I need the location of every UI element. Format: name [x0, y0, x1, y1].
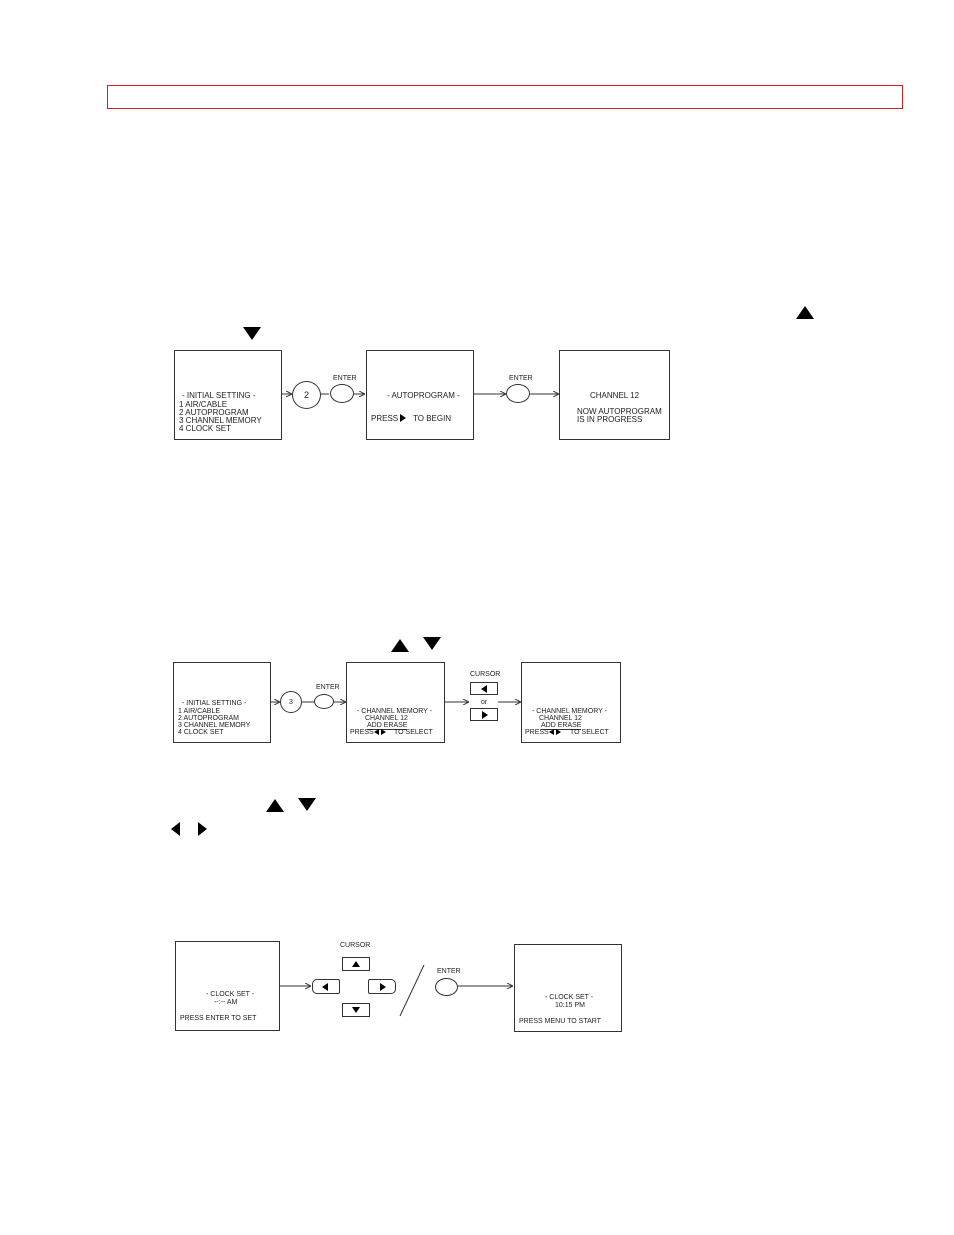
- up-arrow-icon: [266, 799, 284, 812]
- right-arrow-icon: [198, 822, 207, 836]
- left-arrow-icon: [374, 729, 379, 735]
- up-arrow-icon: [796, 306, 814, 319]
- autoprogram-progress-screen: CHANNEL 12 NOW AUTOPROGRAM IS IN PROGRES…: [559, 350, 670, 440]
- right-arrow-icon: [556, 729, 561, 735]
- channel-readout: CHANNEL 12: [539, 715, 582, 722]
- left-arrow-icon: [171, 822, 180, 836]
- cursor-down-key[interactable]: [342, 1003, 370, 1017]
- screen-title: - CLOCK SET -: [206, 991, 255, 998]
- right-arrow-icon: [380, 983, 386, 991]
- to-select-label: TO SELECT: [570, 729, 609, 736]
- channel-memory-screen: - CHANNEL MEMORY - CHANNEL 12 ADD ERASE …: [521, 662, 621, 743]
- time-readout: 10:15 PM: [555, 1002, 585, 1009]
- hint-text: PRESS MENU TO START: [519, 1018, 601, 1025]
- status-text: IS IN PROGRESS: [577, 415, 643, 424]
- screen-title: - INITIAL SETTING -: [182, 391, 256, 400]
- left-arrow-icon: [549, 729, 554, 735]
- channel-readout: CHANNEL 12: [590, 391, 640, 400]
- screen-title: - CLOCK SET -: [545, 994, 594, 1001]
- menu-item: 1 AIR/CABLE: [179, 400, 228, 409]
- up-arrow-icon: [391, 639, 409, 652]
- right-arrow-icon: [482, 711, 488, 719]
- cursor-label: CURSOR: [340, 942, 371, 949]
- menu-item: 4 CLOCK SET: [178, 729, 224, 736]
- press-label: PRESS: [350, 729, 374, 736]
- channel-memory-screen: - CHANNEL MEMORY - CHANNEL 12 ADD ERASE …: [346, 662, 445, 743]
- menu-item: 4 CLOCK SET: [179, 424, 232, 433]
- clock-set-screen: - CLOCK SET - --:-- AM PRESS ENTER TO SE…: [175, 941, 280, 1031]
- add-erase-options: ADD ERASE: [541, 722, 582, 730]
- to-begin-label: TO BEGIN: [413, 414, 452, 423]
- down-arrow-icon: [243, 327, 261, 340]
- left-arrow-icon: [481, 685, 487, 693]
- menu-item: 2 AUTOPROGRAM: [179, 408, 249, 417]
- enter-label: ENTER: [316, 684, 340, 691]
- enter-label: ENTER: [437, 968, 461, 975]
- cursor-left-key[interactable]: [312, 979, 340, 994]
- enter-button[interactable]: [506, 384, 530, 403]
- cursor-up-key[interactable]: [342, 957, 370, 971]
- enter-label: ENTER: [509, 375, 533, 382]
- cursor-label: CURSOR: [470, 671, 501, 678]
- press-label: PRESS: [371, 414, 399, 423]
- right-arrow-icon: [381, 729, 386, 735]
- hint-text: PRESS ENTER TO SET: [180, 1015, 257, 1022]
- enter-button[interactable]: [330, 384, 354, 403]
- to-select-label: TO SELECT: [394, 729, 433, 736]
- time-readout: --:-- AM: [214, 999, 238, 1006]
- screen-title: - CHANNEL MEMORY -: [357, 708, 432, 715]
- down-arrow-icon: [352, 1007, 360, 1013]
- menu-item: 3 CHANNEL MEMORY: [179, 416, 262, 425]
- left-arrow-icon: [322, 983, 328, 991]
- status-text: NOW AUTOPROGRAM: [577, 407, 662, 416]
- enter-button[interactable]: [435, 978, 458, 996]
- menu-item: 3 CHANNEL MEMORY: [178, 722, 251, 729]
- up-arrow-icon: [352, 961, 360, 967]
- screen-title: - AUTOPROGRAM -: [387, 391, 460, 400]
- or-label: or: [481, 699, 488, 706]
- down-arrow-icon: [298, 798, 316, 811]
- channel-readout: CHANNEL 12: [365, 715, 408, 722]
- enter-label: ENTER: [333, 375, 357, 382]
- autoprogram-screen: - AUTOPROGRAM - PRESS TO BEGIN: [366, 350, 474, 440]
- cursor-right-key[interactable]: [368, 979, 396, 994]
- right-arrow-icon: [400, 414, 406, 422]
- screen-title: - INITIAL SETTING -: [182, 700, 247, 707]
- initial-setting-screen: - INITIAL SETTING - 1 AIR/CABLE 2 AUTOPR…: [173, 662, 271, 743]
- menu-item: 2 AUTOPROGRAM: [178, 715, 239, 722]
- initial-setting-screen: - INITIAL SETTING - 1 AIR/CABLE 2 AUTOPR…: [174, 350, 282, 440]
- number-key-3[interactable]: 3: [280, 691, 302, 713]
- cursor-right-key[interactable]: [470, 708, 498, 721]
- header-bar: [107, 85, 903, 109]
- cursor-left-key[interactable]: [470, 682, 498, 695]
- number-key-2[interactable]: 2: [292, 381, 321, 409]
- menu-item: 1 AIR/CABLE: [178, 708, 221, 715]
- clock-set-screen: - CLOCK SET - 10:15 PM PRESS MENU TO STA…: [514, 944, 622, 1032]
- screen-title: - CHANNEL MEMORY -: [532, 708, 607, 715]
- add-erase-options: ADD ERASE: [367, 722, 408, 730]
- enter-button[interactable]: [314, 694, 334, 709]
- down-arrow-icon: [423, 637, 441, 650]
- press-label: PRESS: [525, 729, 549, 736]
